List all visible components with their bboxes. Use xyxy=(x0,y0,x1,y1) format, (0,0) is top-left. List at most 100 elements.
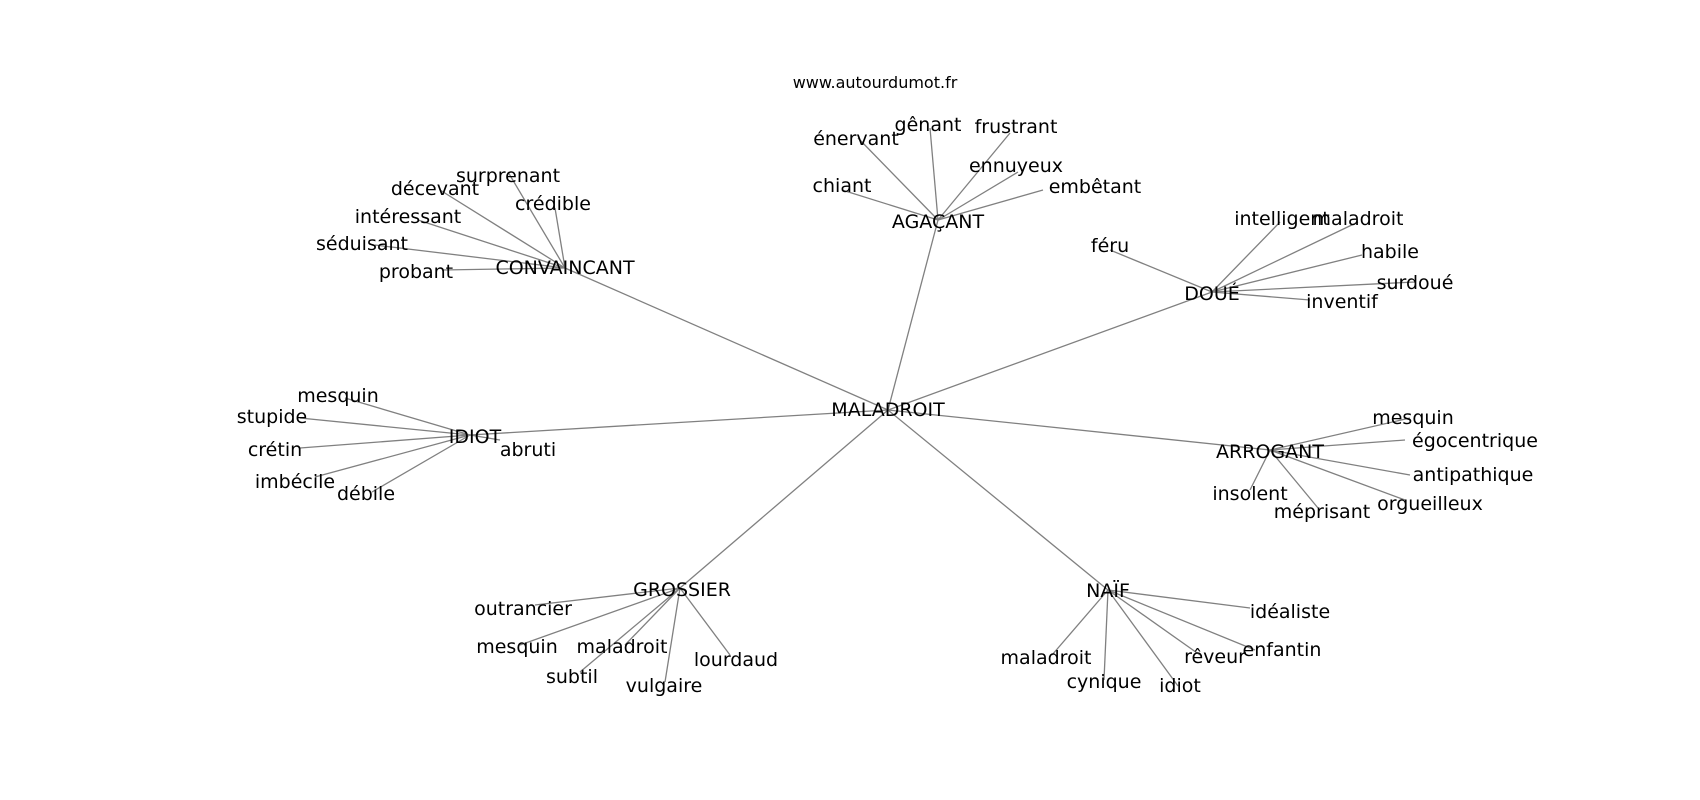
leaf-word-label: maladroit xyxy=(577,636,668,658)
edge-5-5 xyxy=(664,587,681,683)
leaf-word-label: inventif xyxy=(1306,291,1379,313)
group-node-label: GROSSIER xyxy=(633,579,731,601)
edge-3-5 xyxy=(371,434,471,493)
edge-3-2 xyxy=(299,434,471,449)
leaf-word-label: décevant xyxy=(391,178,479,200)
edge-0-0 xyxy=(929,127,939,221)
leaf-word-label: insolent xyxy=(1212,483,1287,505)
leaf-word-label: méprisant xyxy=(1274,501,1370,523)
edge-6-2 xyxy=(1107,589,1201,656)
leaf-word-label: subtil xyxy=(546,666,598,688)
edge-3-0 xyxy=(344,397,471,436)
edge-center-to-5 xyxy=(679,409,889,589)
graph-labels: www.autourdumot.fr MALADROIT gênant frust… xyxy=(237,73,1538,697)
leaf-word-label: orgueilleux xyxy=(1377,493,1483,515)
leaf-word-label: probant xyxy=(379,261,453,283)
edge-1-5 xyxy=(441,267,566,271)
edge-6-3 xyxy=(1051,589,1109,656)
group-node-label: NAÏF xyxy=(1086,579,1130,602)
leaf-word-label: cynique xyxy=(1067,671,1142,693)
group-node-label: IDIOT xyxy=(449,426,502,448)
leaf-word-label: frustrant xyxy=(975,116,1058,138)
edge-6-4 xyxy=(1103,589,1109,681)
edge-4-0 xyxy=(1269,417,1411,451)
group-node-label: AGAÇANT xyxy=(892,211,985,233)
edge-2-2 xyxy=(1109,249,1213,293)
edge-0-3 xyxy=(937,171,1019,221)
leaf-word-label: outrancier xyxy=(474,598,572,620)
edge-1-1 xyxy=(439,189,566,269)
edge-1-3 xyxy=(417,219,566,269)
leaf-word-label: idéaliste xyxy=(1250,601,1330,623)
group-node-label: ARROGANT xyxy=(1216,441,1324,463)
edge-center-to-3 xyxy=(469,409,889,436)
edge-1-4 xyxy=(374,244,566,269)
leaf-word-label: crétin xyxy=(248,439,302,461)
leaf-word-label: rêveur xyxy=(1184,646,1246,668)
leaf-word-label: abruti xyxy=(500,439,556,461)
leaf-word-label: séduisant xyxy=(316,233,408,255)
leaf-word-label: égocentrique xyxy=(1412,430,1538,452)
edge-1-2 xyxy=(554,207,566,269)
leaf-word-label: intelligent xyxy=(1234,208,1330,230)
leaf-word-label: débile xyxy=(337,483,395,505)
edge-2-4 xyxy=(1211,281,1416,293)
leaf-word-label: vulgaire xyxy=(626,675,703,697)
edge-4-4 xyxy=(1269,449,1406,501)
edge-4-5 xyxy=(1269,449,1319,509)
leaf-word-label: intéressant xyxy=(355,206,461,228)
edge-6-5 xyxy=(1107,589,1179,687)
edge-2-3 xyxy=(1211,254,1363,293)
leaf-word-label: mesquin xyxy=(1372,407,1454,429)
edge-3-4 xyxy=(314,434,471,478)
leaf-word-label: stupide xyxy=(237,406,307,428)
edge-5-3 xyxy=(679,587,731,656)
leaf-word-label: surprenant xyxy=(456,165,560,187)
edge-center-to-1 xyxy=(564,267,889,411)
leaf-word-label: ennuyeux xyxy=(969,155,1063,177)
leaf-word-label: crédible xyxy=(515,193,591,215)
edge-center-to-0 xyxy=(887,219,939,411)
leaf-word-label: embêtant xyxy=(1049,176,1142,198)
edge-4-2 xyxy=(1269,449,1411,476)
edge-0-4 xyxy=(841,189,939,221)
edge-center-to-2 xyxy=(887,291,1213,411)
leaf-word-label: énervant xyxy=(813,128,899,150)
group-node-label: CONVAINCANT xyxy=(495,257,635,279)
leaf-word-label: mesquin xyxy=(297,385,379,407)
leaf-word-label: chiant xyxy=(813,175,872,197)
edge-6-0 xyxy=(1107,589,1251,609)
edge-center-to-6 xyxy=(887,409,1109,591)
edge-0-5 xyxy=(937,189,1044,221)
leaf-word-label: maladroit xyxy=(1313,208,1404,230)
leaf-word-label: mesquin xyxy=(476,636,558,658)
edge-0-1 xyxy=(937,132,1011,221)
edge-2-1 xyxy=(1211,221,1359,293)
edge-5-0 xyxy=(534,587,681,606)
edge-6-1 xyxy=(1107,589,1256,651)
leaf-word-label: imbécile xyxy=(255,471,335,493)
edge-5-1 xyxy=(519,587,681,646)
leaf-word-label: idiot xyxy=(1159,675,1201,697)
edge-2-0 xyxy=(1211,221,1281,293)
leaf-word-label: féru xyxy=(1091,235,1129,257)
site-credit: www.autourdumot.fr xyxy=(793,73,958,92)
edge-3-1 xyxy=(299,417,471,436)
leaf-word-label: habile xyxy=(1361,241,1419,263)
leaf-word-label: enfantin xyxy=(1243,639,1322,661)
leaf-word-label: antipathique xyxy=(1413,464,1534,486)
edge-3-3 xyxy=(469,434,501,441)
group-node-label: DOUÉ xyxy=(1184,282,1240,305)
edge-4-1 xyxy=(1269,439,1406,451)
leaf-word-label: lourdaud xyxy=(694,649,778,671)
edge-0-2 xyxy=(857,137,939,221)
edge-5-4 xyxy=(579,587,681,673)
edge-1-0 xyxy=(507,171,566,269)
leaf-word-label: surdoué xyxy=(1377,272,1454,294)
edge-4-3 xyxy=(1249,449,1271,491)
center-node: MALADROIT xyxy=(831,399,945,421)
leaf-word-label: gênant xyxy=(895,114,962,136)
edge-center-to-4 xyxy=(887,409,1271,451)
leaf-word-label: maladroit xyxy=(1001,647,1092,669)
